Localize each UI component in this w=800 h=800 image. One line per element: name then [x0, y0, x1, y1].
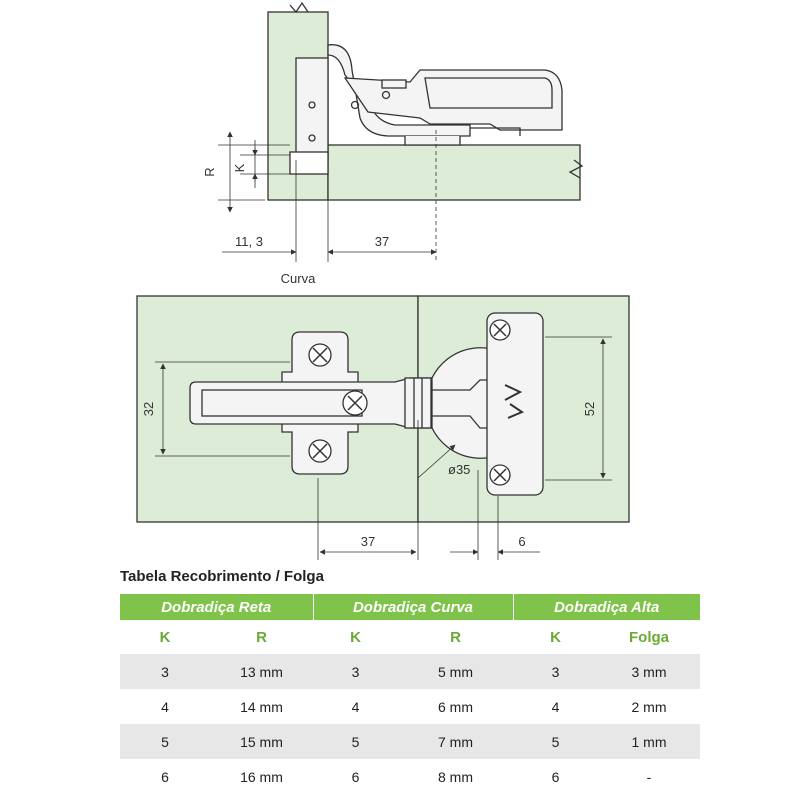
column-header: K [159, 628, 171, 646]
table-cell: 7 mm [398, 724, 513, 759]
group-header: Dobradiça Alta [513, 594, 700, 620]
table-cell: 13 mm [210, 654, 313, 689]
hinge-cup-side [404, 136, 461, 146]
table-cell: 6 [551, 768, 560, 785]
brand-mark [504, 384, 525, 419]
table-cell: 1 mm [598, 724, 700, 759]
table-cell: - [646, 768, 652, 785]
column-header: Folga [629, 628, 669, 646]
hinge-technical-drawing: R K 11, 3 37 Curva [136, 1, 630, 560]
column-header: R [256, 628, 267, 646]
table-cell: 5 [313, 724, 398, 759]
table-row: 4 14 mm 4 6 mm 4 2 mm [120, 689, 700, 724]
table-cell: 4 [161, 698, 169, 715]
table-cell: 6 [351, 768, 360, 785]
table-cell: 14 mm [240, 698, 283, 715]
table-cell: 15 mm [210, 724, 313, 759]
table-cell: 16 mm [240, 768, 283, 785]
group-header-row: Dobradiça Reta Dobradiça Curva Dobradiça… [120, 594, 700, 620]
table-cell: 5 mm [398, 654, 513, 689]
column-header: K [350, 628, 361, 646]
table-cell: 4 [551, 698, 560, 715]
table-cell: 8 mm [438, 768, 473, 785]
dim-6: 6 [518, 534, 525, 549]
dim-37-top: 37 [375, 234, 389, 249]
group-header: Dobradiça Curva [313, 594, 514, 620]
table-cell: 2 mm [631, 698, 667, 715]
door-panel [327, 144, 581, 201]
table-cell: 3 mm [598, 654, 700, 689]
table-row: 5 15 mm 5 7 mm 5 1 mm [120, 724, 700, 759]
table-cell: 6 mm [438, 698, 473, 715]
dim-11-3: 11, 3 [235, 234, 263, 249]
column-header-row: K R K R K Folga [120, 620, 700, 654]
label-curva: Curva [281, 271, 316, 286]
cup-plate [486, 312, 544, 496]
group-header: Dobradiça Reta [120, 594, 314, 620]
dim-35: ø35 [448, 462, 470, 477]
plan-view-dimensions [155, 336, 612, 560]
table-cell: 3 [120, 654, 210, 689]
side-view [267, 1, 584, 201]
dim-52: 52 [582, 402, 597, 416]
table-row: 3 13 mm 3 5 mm 3 3 mm [120, 654, 700, 689]
table-cell: 6 [161, 768, 169, 785]
label-k: K [232, 163, 247, 172]
dim-32: 32 [141, 402, 156, 416]
column-header: K [550, 628, 561, 646]
table-row: 6 16 mm 6 8 mm 6 - [120, 759, 700, 794]
table-cell: 3 [313, 654, 398, 689]
hinge-arm-side [327, 44, 471, 137]
side-view-dimensions [218, 130, 437, 262]
column-header: R [450, 628, 461, 646]
overlay-gap-table: Dobradiça Reta Dobradiça Curva Dobradiça… [120, 594, 700, 794]
plan-view [136, 295, 630, 523]
table-cell: 5 [120, 724, 210, 759]
table-title: Tabela Recobrimento / Folga [120, 568, 324, 585]
table-cell: 4 [351, 698, 360, 715]
table-cell: 5 [513, 724, 598, 759]
dim-37-bottom: 37 [361, 534, 375, 549]
label-r: R [202, 167, 217, 176]
table-cell: 3 [513, 654, 598, 689]
